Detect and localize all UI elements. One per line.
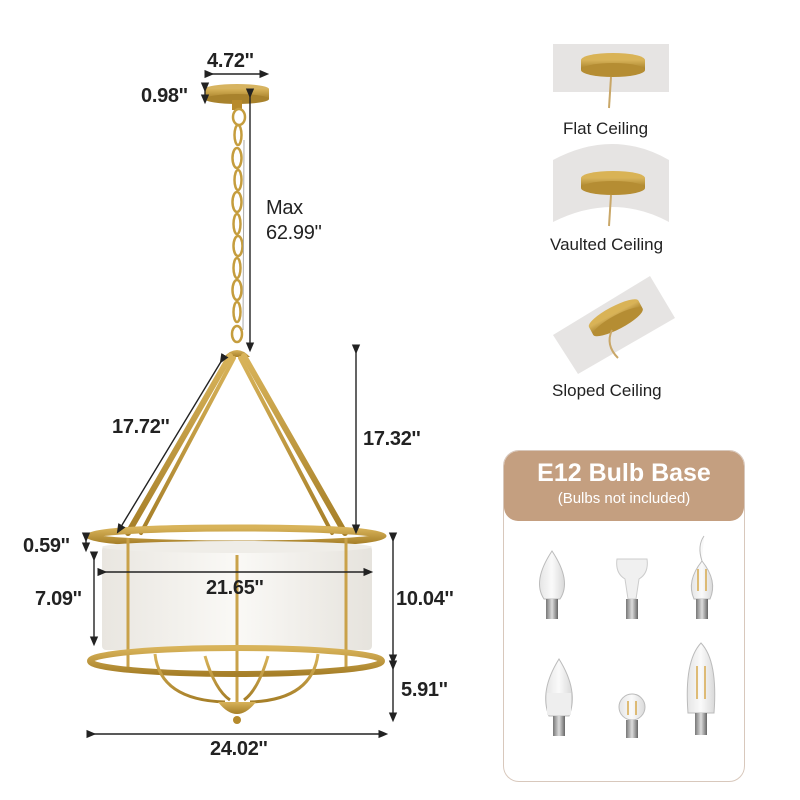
canopy-width-label: 4.72'' xyxy=(207,50,254,72)
body-height-label: 10.04'' xyxy=(396,588,454,610)
bottom-finial xyxy=(218,702,256,714)
reflector-bulb-icon xyxy=(616,558,648,619)
flat-ceiling-caption: Flat Ceiling xyxy=(563,119,649,138)
bulb-panel-header: E12 Bulb Base (Bulbs not included) xyxy=(504,451,744,521)
bulb-panel-title: E12 Bulb Base xyxy=(537,459,711,487)
dimension-lines xyxy=(81,69,398,739)
frosted-candle-bulb-icon xyxy=(545,658,573,736)
max-chain-label: Max xyxy=(266,197,303,219)
shade-height-label: 7.09'' xyxy=(35,588,82,610)
frame-height-label: 17.32'' xyxy=(363,428,421,450)
globe-filament-bulb-icon xyxy=(618,693,646,738)
sloped-ceiling-illustration xyxy=(553,276,675,374)
max-chain-value: 62.99'' xyxy=(266,222,322,244)
arm-length-label: 17.72'' xyxy=(112,416,170,438)
torpedo-filament-bulb-icon xyxy=(686,642,716,735)
candle-clear-bulb-icon xyxy=(539,550,565,619)
canopy-height-label: 0.98'' xyxy=(141,85,188,107)
shade-width-label: 21.65'' xyxy=(206,577,264,599)
overall-width-label: 24.02'' xyxy=(210,738,268,760)
bulb-base-panel: E12 Bulb Base (Bulbs not included) xyxy=(503,450,745,782)
canopy xyxy=(205,84,269,110)
flat-ceiling-illustration xyxy=(553,44,669,109)
sloped-ceiling-caption: Sloped Ceiling xyxy=(552,381,662,400)
vaulted-ceiling-caption: Vaulted Ceiling xyxy=(550,235,664,254)
bottom-height-label: 5.91'' xyxy=(401,679,448,701)
bulb-illustrations xyxy=(539,535,716,738)
chain xyxy=(230,107,247,344)
bottom-ring xyxy=(87,645,385,704)
ring-thickness-label: 0.59'' xyxy=(23,535,70,557)
bulb-panel-subtitle: (Bulbs not included) xyxy=(557,490,691,507)
vaulted-ceiling-illustration xyxy=(553,144,669,227)
flame-tip-bulb-icon xyxy=(690,535,714,619)
